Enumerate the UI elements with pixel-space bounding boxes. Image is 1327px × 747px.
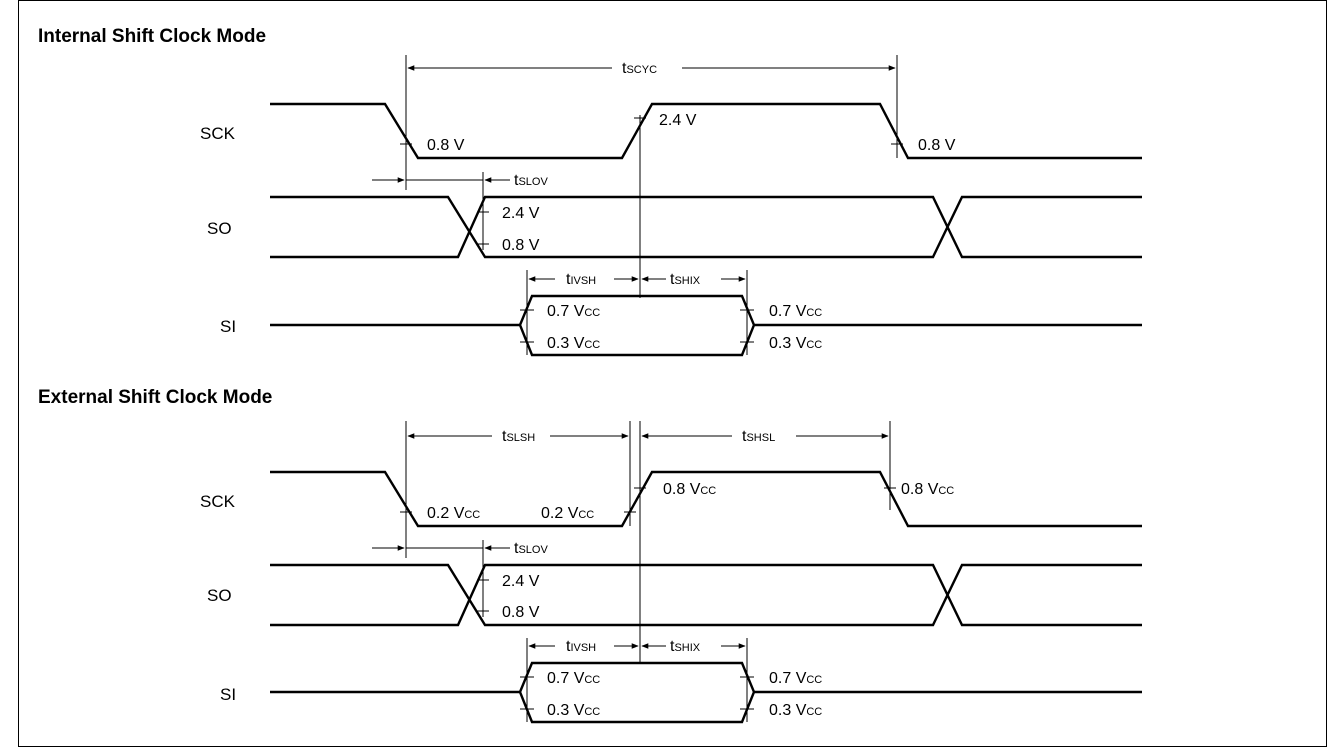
- so-waveform-internal: [270, 195, 1142, 259]
- section-heading-external: External Shift Clock Mode: [38, 387, 272, 408]
- si-waveform-external: [270, 661, 1142, 724]
- level-label: 0.7 VCC: [769, 303, 822, 320]
- si-waveform-internal: [270, 294, 1142, 357]
- timing-label-slov: tSLOV: [514, 172, 548, 189]
- level-label: 2.4 V: [502, 573, 540, 590]
- level-label: 0.3 VCC: [769, 702, 822, 719]
- level-label: 0.8 V: [502, 604, 540, 621]
- signal-label-si: SI: [220, 317, 236, 336]
- timing-label-scyc: tSCYC: [622, 60, 657, 77]
- level-label: 0.2 VCC: [541, 505, 594, 522]
- timing-label-ivsh: tIVSH: [566, 271, 596, 288]
- level-label: 0.3 VCC: [547, 702, 600, 719]
- level-label: 0.7 VCC: [769, 670, 822, 687]
- signal-label-so: SO: [207, 586, 232, 605]
- level-label: 2.4 V: [659, 112, 697, 129]
- timing-label-shix: tSHIX: [670, 271, 701, 288]
- level-label: 2.4 V: [502, 205, 540, 222]
- section-heading-internal: Internal Shift Clock Mode: [38, 26, 266, 47]
- signal-label-sck: SCK: [200, 124, 236, 143]
- level-label: 0.7 VCC: [547, 303, 600, 320]
- level-label: 0.8 V: [427, 137, 465, 154]
- sck-waveform-internal: [270, 102, 1142, 160]
- timing-label-shix: tSHIX: [670, 638, 701, 655]
- level-label: 0.8 VCC: [663, 481, 716, 498]
- level-label: 0.3 VCC: [769, 335, 822, 352]
- timing-label-shsl: tSHSL: [742, 428, 775, 445]
- signal-label-so: SO: [207, 219, 232, 238]
- level-label: 0.8 V: [502, 237, 540, 254]
- level-label: 0.8 VCC: [901, 481, 954, 498]
- sck-waveform-external: [270, 470, 1142, 528]
- level-label: 0.8 V: [918, 137, 956, 154]
- level-label: 0.7 VCC: [547, 670, 600, 687]
- signal-label-sck: SCK: [200, 492, 236, 511]
- timing-label-ivsh: tIVSH: [566, 638, 596, 655]
- signal-label-si: SI: [220, 685, 236, 704]
- level-label: 0.3 VCC: [547, 335, 600, 352]
- so-waveform-external: [270, 563, 1142, 627]
- timing-label-slov: tSLOV: [514, 540, 548, 557]
- level-label: 0.2 VCC: [427, 505, 480, 522]
- timing-label-slsh: tSLSH: [502, 428, 535, 445]
